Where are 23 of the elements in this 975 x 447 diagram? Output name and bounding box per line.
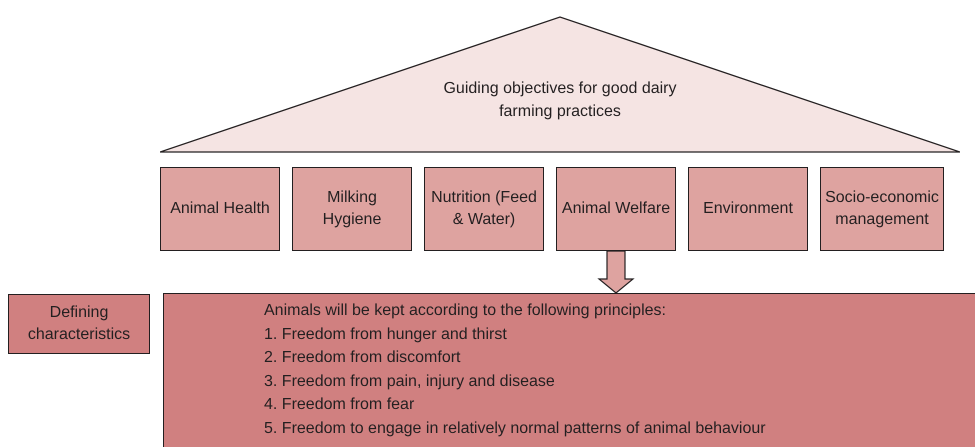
principles-box: [163, 293, 975, 447]
box-label: Socio-economic management: [825, 188, 939, 230]
pillar-box: [820, 167, 944, 251]
pillar-box: [292, 167, 412, 251]
box-label: Environment: [703, 199, 793, 219]
box-label: Animal Health: [170, 199, 270, 219]
pillar-box: [160, 167, 280, 251]
principle-item: 4. Freedom from fear: [264, 395, 416, 415]
principle-item: 2. Freedom from discomfort: [264, 348, 462, 368]
box-label: Milking Hygiene: [322, 188, 382, 230]
pillar-box: [556, 167, 676, 251]
block-arrow: [597, 250, 635, 294]
principle-item: 3. Freedom from pain, injury and disease: [264, 372, 556, 392]
box-label: Nutrition (Feed & Water): [430, 188, 538, 230]
category-box: [8, 294, 150, 354]
roof-title: Guiding objectives for good dairy farming practices: [442, 79, 678, 122]
principle-item: 5. Freedom to engage in relatively normal patterns of animal behaviour: [264, 418, 767, 438]
principle-item: 1. Freedom from hunger and thirst: [264, 324, 508, 344]
principles-heading: Animals will be kept according to the following principles:: [264, 301, 667, 321]
box-label: Animal Welfare: [562, 199, 670, 219]
pillar-box: [688, 167, 808, 251]
box-label: Defining characteristics: [26, 303, 132, 345]
pillar-box: [424, 167, 544, 251]
